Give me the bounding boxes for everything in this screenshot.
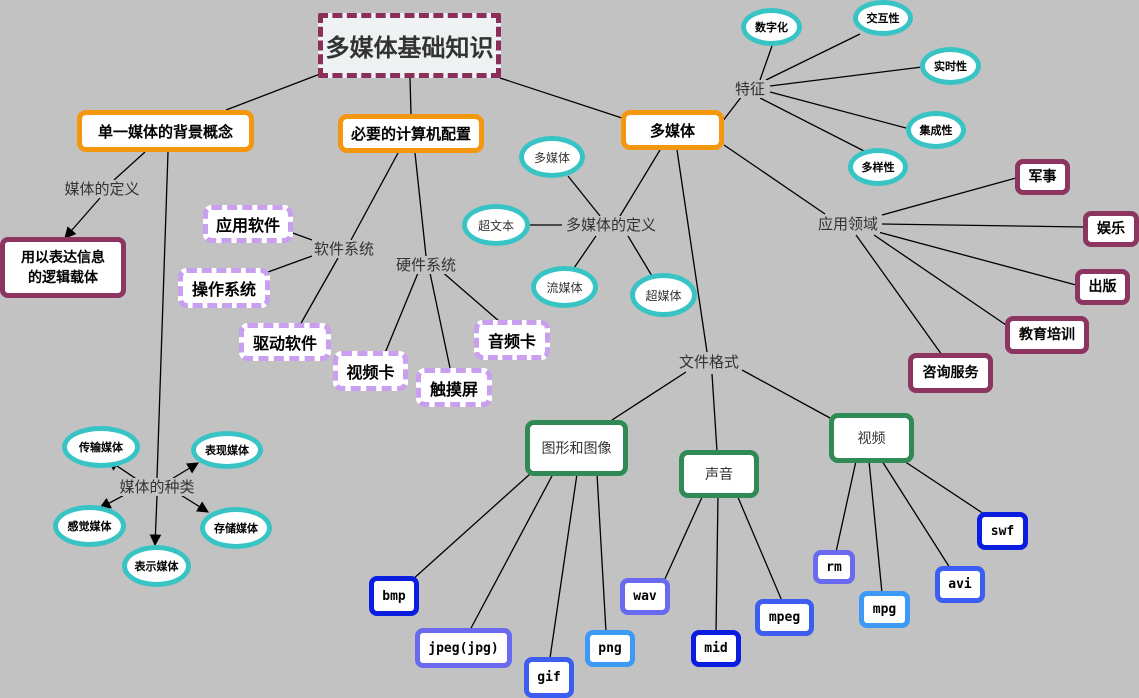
software-driver[interactable]: 驱动软件 xyxy=(239,323,331,361)
feature-diversity[interactable]: 多样性 xyxy=(848,148,908,186)
format-jpeg[interactable]: jpeg(jpg) xyxy=(415,628,512,668)
format-gif[interactable]: gif xyxy=(524,657,574,698)
branch-multimedia[interactable]: 多媒体 xyxy=(621,110,724,150)
media-definition-line1: 用以表达信息 xyxy=(21,249,105,266)
branch-single-media[interactable]: 单一媒体的背景概念 xyxy=(77,110,254,152)
media-type-storage[interactable]: 存储媒体 xyxy=(200,507,272,549)
media-type-representation[interactable]: 表示媒体 xyxy=(122,545,191,587)
app-military[interactable]: 军事 xyxy=(1015,159,1070,195)
format-graphics[interactable]: 图形和图像 xyxy=(525,420,628,476)
media-type-transmission[interactable]: 传输媒体 xyxy=(62,426,140,468)
format-mpeg[interactable]: mpeg xyxy=(755,599,814,636)
format-video[interactable]: 视频 xyxy=(829,413,914,463)
format-png[interactable]: png xyxy=(585,630,635,667)
media-type-presentation[interactable]: 表现媒体 xyxy=(191,431,263,469)
hardware-touchscreen[interactable]: 触摸屏 xyxy=(416,368,492,407)
format-bmp[interactable]: bmp xyxy=(369,576,419,616)
media-definition-node[interactable]: 用以表达信息 的逻辑载体 xyxy=(0,237,126,298)
mm-def-multimedia[interactable]: 多媒体 xyxy=(519,136,585,178)
format-swf[interactable]: swf xyxy=(977,512,1028,550)
feature-integration[interactable]: 集成性 xyxy=(906,111,966,149)
app-consulting[interactable]: 咨询服务 xyxy=(908,353,993,393)
app-education[interactable]: 教育培训 xyxy=(1005,316,1089,354)
feature-digital[interactable]: 数字化 xyxy=(741,8,802,46)
mm-def-hypertext[interactable]: 超文本 xyxy=(462,204,530,246)
hardware-video-card[interactable]: 视频卡 xyxy=(333,351,408,391)
root-topic[interactable]: 多媒体基础知识 xyxy=(318,13,501,78)
media-definition-line2: 的逻辑载体 xyxy=(28,269,98,286)
media-types-label: 媒体的种类 xyxy=(117,478,197,496)
app-publishing[interactable]: 出版 xyxy=(1075,269,1130,305)
mm-definition-label: 多媒体的定义 xyxy=(563,216,659,234)
branch-computer-config[interactable]: 必要的计算机配置 xyxy=(338,114,484,153)
file-formats-label: 文件格式 xyxy=(676,353,742,371)
format-audio[interactable]: 声音 xyxy=(679,450,759,498)
hardware-audio-card[interactable]: 音频卡 xyxy=(474,320,550,360)
software-label: 软件系统 xyxy=(311,240,377,258)
app-entertainment[interactable]: 娱乐 xyxy=(1083,211,1139,247)
format-wav[interactable]: wav xyxy=(620,578,670,615)
format-mpg[interactable]: mpg xyxy=(859,591,910,628)
feature-realtime[interactable]: 实时性 xyxy=(920,47,981,85)
software-application[interactable]: 应用软件 xyxy=(203,205,293,243)
applications-label: 应用领域 xyxy=(815,215,881,233)
media-type-perception[interactable]: 感觉媒体 xyxy=(53,505,126,547)
features-label: 特征 xyxy=(732,80,768,98)
format-rm[interactable]: rm xyxy=(813,550,855,584)
media-definition-label: 媒体的定义 xyxy=(62,180,142,198)
mm-def-hypermedia[interactable]: 超媒体 xyxy=(630,273,697,317)
software-os[interactable]: 操作系统 xyxy=(178,268,270,308)
format-mid[interactable]: mid xyxy=(691,630,741,667)
mm-def-streaming[interactable]: 流媒体 xyxy=(531,266,598,308)
feature-interactive[interactable]: 交互性 xyxy=(853,0,913,36)
format-avi[interactable]: avi xyxy=(935,566,985,603)
hardware-label: 硬件系统 xyxy=(393,256,459,274)
